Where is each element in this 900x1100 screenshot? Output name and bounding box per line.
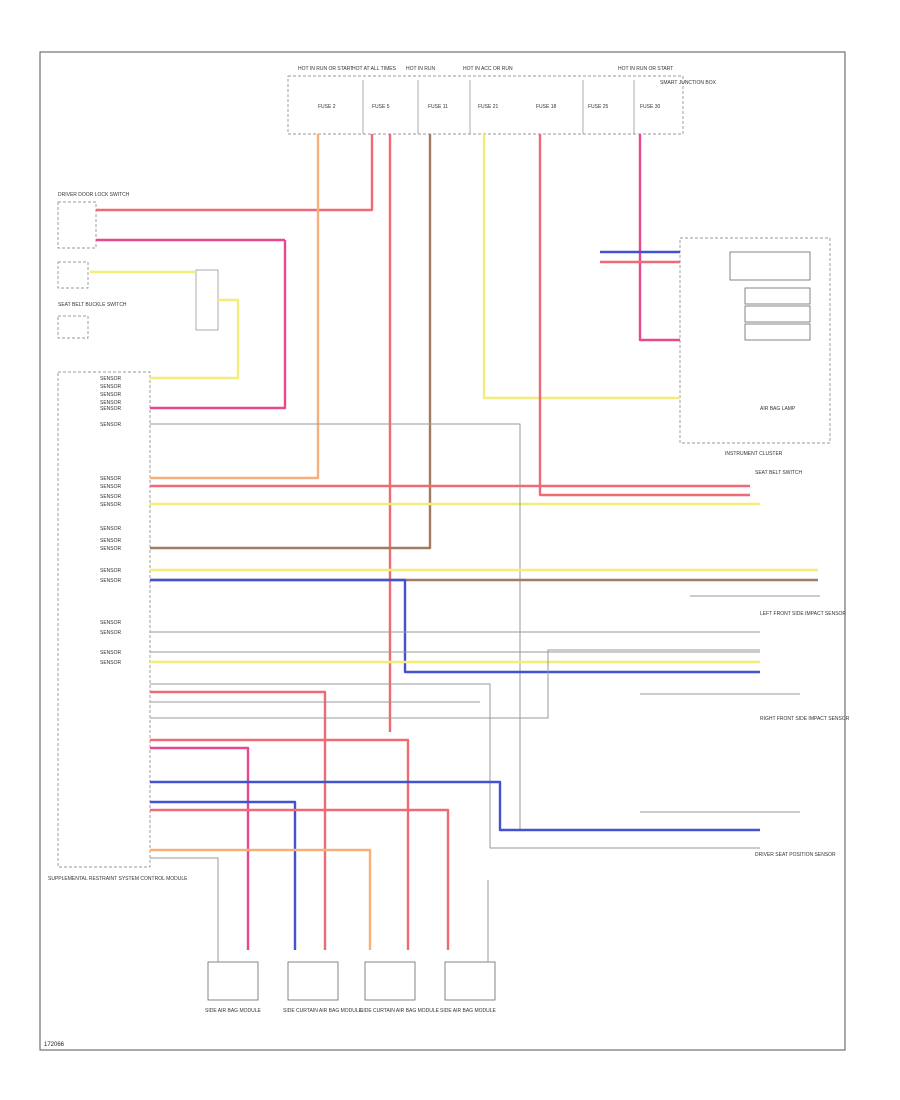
connector-label-8: SENSOR bbox=[100, 494, 122, 500]
connector-label-11: SENSOR bbox=[100, 538, 122, 544]
driver-door-lock-switch: DRIVER DOOR LOCK SWITCH bbox=[57, 192, 130, 249]
footer-code: 172066 bbox=[44, 1042, 65, 1048]
wire-blue-16 bbox=[150, 578, 760, 674]
fuse-label-5: HOT IN RUN OR START bbox=[618, 66, 673, 72]
wire-orange-28 bbox=[150, 848, 372, 950]
right-label-3: RIGHT FRONT SIDE IMPACT SENSOR bbox=[760, 716, 850, 722]
srs-module-name: SUPPLEMENTAL RESTRAINT SYSTEM CONTROL MO… bbox=[48, 876, 188, 882]
connector-label-0: SENSOR bbox=[100, 376, 122, 382]
connector-label-12: SENSOR bbox=[100, 546, 122, 552]
connector-label-4: SENSOR bbox=[100, 406, 122, 412]
wire-pink-2 bbox=[150, 240, 287, 410]
wire-pink-10 bbox=[638, 134, 680, 342]
fuse-4: FUSE 21 bbox=[478, 104, 499, 110]
fuse-label-3: HOT IN RUN bbox=[406, 66, 435, 72]
wires bbox=[90, 134, 820, 962]
fuse-box: HOT IN RUN OR START HOT AT ALL TIMES HOT… bbox=[287, 66, 717, 135]
diagram-frame bbox=[39, 51, 846, 1051]
connector-label-1: SENSOR bbox=[100, 384, 122, 390]
wire-red-9 bbox=[538, 134, 750, 497]
wire-blue-26 bbox=[150, 800, 297, 950]
fuse-3: FUSE 11 bbox=[428, 104, 448, 110]
wire-orange-5 bbox=[150, 134, 320, 480]
instrument-cluster: AIR BAG LAMP INSTRUMENT CLUSTER bbox=[679, 237, 831, 457]
connector-label-5: SENSOR bbox=[100, 422, 122, 428]
connector-label-2: SENSOR bbox=[100, 392, 122, 398]
connector-label-17: SENSOR bbox=[100, 650, 122, 656]
fuse-7: FUSE 30 bbox=[640, 104, 661, 110]
fuse-label-1: HOT IN RUN OR START bbox=[298, 66, 353, 72]
connector-label-7: SENSOR bbox=[100, 484, 122, 490]
connector-label-16: SENSOR bbox=[100, 630, 122, 636]
fuse-2: FUSE 5 bbox=[372, 104, 390, 110]
bottom-module-4: SIDE AIR BAG MODULE bbox=[440, 961, 497, 1014]
svg-text:SIDE CURTAIN AIR BAG MODULE: SIDE CURTAIN AIR BAG MODULE bbox=[283, 1008, 363, 1014]
wire-gray-19 bbox=[150, 683, 760, 849]
cluster-name: INSTRUMENT CLUSTER bbox=[725, 451, 783, 457]
connector-label-6: SENSOR bbox=[100, 476, 122, 482]
bottom-module-3: SIDE CURTAIN AIR BAG MODULE bbox=[360, 961, 440, 1014]
wire-gray-22 bbox=[150, 649, 760, 719]
fuse-label-4: HOT IN ACC OR RUN bbox=[463, 66, 513, 72]
right-label-4: DRIVER SEAT POSITION SENSOR bbox=[755, 852, 836, 858]
bottom-module-1: SIDE AIR BAG MODULE bbox=[205, 961, 262, 1014]
wire-red-27 bbox=[150, 808, 450, 950]
svg-text:SIDE CURTAIN AIR BAG MODULE: SIDE CURTAIN AIR BAG MODULE bbox=[360, 1008, 440, 1014]
connector-label-13: SENSOR bbox=[100, 568, 122, 574]
bottom-module-2: SIDE CURTAIN AIR BAG MODULE bbox=[283, 961, 363, 1014]
wire-blue-25 bbox=[150, 780, 760, 832]
svg-text:SIDE AIR BAG MODULE: SIDE AIR BAG MODULE bbox=[440, 1008, 497, 1014]
wire-gray-13 bbox=[150, 423, 521, 830]
connector-label-15: SENSOR bbox=[100, 620, 122, 626]
svg-text:SEAT BELT BUCKLE SWITCH: SEAT BELT BUCKLE SWITCH bbox=[58, 302, 127, 308]
seat-belt-buckle-switch: SEAT BELT BUCKLE SWITCH bbox=[57, 261, 219, 339]
fuse-1: FUSE 2 bbox=[318, 104, 336, 110]
srs-control-module-box bbox=[57, 371, 151, 868]
svg-text:SIDE AIR BAG MODULE: SIDE AIR BAG MODULE bbox=[205, 1008, 262, 1014]
right-label-2: LEFT FRONT SIDE IMPACT SENSOR bbox=[760, 611, 846, 617]
wire-pink-24 bbox=[150, 746, 250, 950]
connector-label-10: SENSOR bbox=[100, 526, 122, 532]
connector-label-14: SENSOR bbox=[100, 578, 122, 584]
wire-red-23 bbox=[150, 738, 410, 950]
wire-gray-29 bbox=[150, 857, 219, 950]
wire-red-20 bbox=[150, 690, 327, 950]
wire-red-0 bbox=[96, 134, 374, 212]
wire-brown-7 bbox=[150, 134, 432, 550]
connector-label-3: SENSOR bbox=[100, 400, 122, 406]
fuse-5: FUSE 18 bbox=[536, 104, 557, 110]
connector-label-9: SENSOR bbox=[100, 502, 122, 508]
connector-label-18: SENSOR bbox=[100, 660, 122, 666]
wire-yellow-4 bbox=[150, 298, 240, 380]
svg-text:DRIVER DOOR LOCK SWITCH: DRIVER DOOR LOCK SWITCH bbox=[58, 192, 130, 198]
fuse-label-2: HOT AT ALL TIMES bbox=[352, 66, 397, 72]
fuse-6: FUSE 25 bbox=[588, 104, 609, 110]
cluster-item: AIR BAG LAMP bbox=[760, 406, 796, 412]
right-label-1: SEAT BELT SWITCH bbox=[755, 470, 803, 476]
wire-yellow-8 bbox=[482, 134, 680, 400]
fuse-box-name: SMART JUNCTION BOX bbox=[660, 80, 717, 86]
connector-labels: SENSORSENSORSENSORSENSORSENSORSENSORSENS… bbox=[100, 376, 122, 666]
